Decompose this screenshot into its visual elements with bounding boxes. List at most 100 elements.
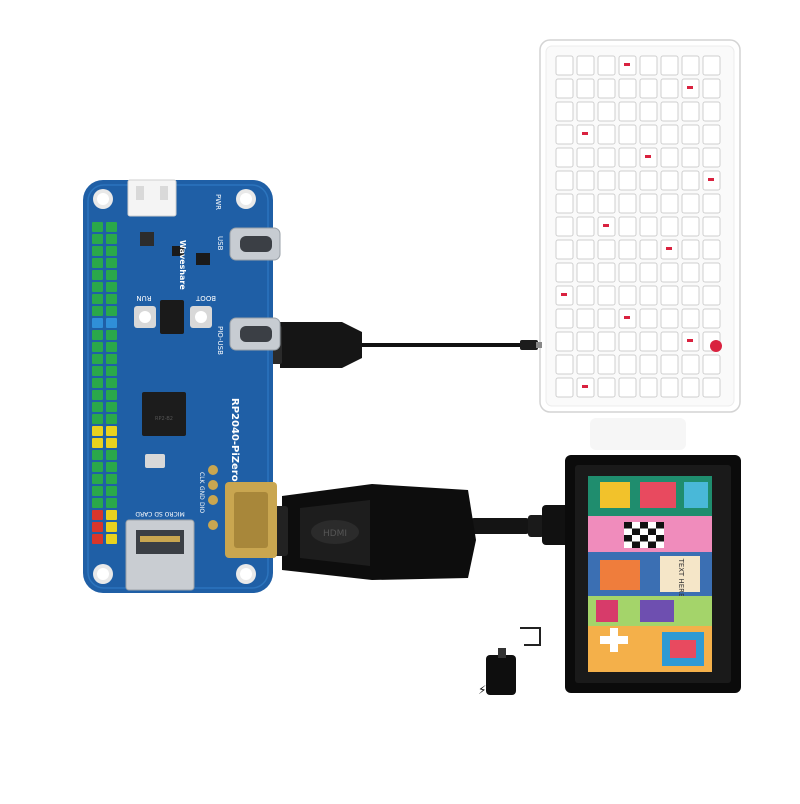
label-boot: BOOT bbox=[195, 294, 216, 302]
gpio-pin bbox=[106, 282, 117, 292]
key-legend-mark bbox=[624, 316, 630, 319]
keyboard-key bbox=[618, 239, 637, 260]
gpio-pin bbox=[92, 414, 103, 424]
keyboard-key bbox=[660, 147, 679, 168]
keyboard-key bbox=[681, 124, 700, 145]
keyboard bbox=[539, 39, 741, 413]
label-run: RUN bbox=[136, 294, 151, 302]
keyboard-key bbox=[681, 285, 700, 306]
gpio-pin bbox=[92, 474, 103, 484]
gpio-pin bbox=[92, 402, 103, 412]
keyboard-key bbox=[618, 147, 637, 168]
gpio-pin bbox=[92, 234, 103, 244]
keyboard-key bbox=[681, 193, 700, 214]
gpio-pin bbox=[92, 222, 103, 232]
keyboard-key bbox=[681, 170, 700, 191]
keyboard-key bbox=[576, 308, 595, 329]
keyboard-key bbox=[597, 170, 616, 191]
mounting-holes bbox=[93, 189, 256, 584]
gpio-pin bbox=[106, 294, 117, 304]
keyboard-key bbox=[618, 78, 637, 99]
gpio-pin bbox=[92, 522, 103, 532]
gpio-pin bbox=[106, 234, 117, 244]
keyboard-key bbox=[597, 308, 616, 329]
keyboard-key bbox=[618, 170, 637, 191]
swd-pads bbox=[208, 465, 218, 530]
gpio-pin bbox=[106, 318, 117, 328]
keyboard-key bbox=[660, 262, 679, 283]
checker-pattern bbox=[624, 522, 664, 548]
keyboard-key bbox=[555, 262, 574, 283]
keyboard-key bbox=[618, 101, 637, 122]
label-clk: CLK bbox=[198, 472, 205, 485]
keyboard-key bbox=[555, 331, 574, 352]
gpio-pin bbox=[92, 450, 103, 460]
gpio-pin bbox=[92, 246, 103, 256]
keyboard-key bbox=[555, 354, 574, 375]
gpio-pin bbox=[92, 258, 103, 268]
gpio-pin bbox=[106, 354, 117, 364]
gpio-pin bbox=[106, 366, 117, 376]
keyboard-key bbox=[576, 216, 595, 237]
keyboard-key bbox=[576, 331, 595, 352]
keyboard-key bbox=[702, 354, 721, 375]
key-legend-mark bbox=[687, 86, 693, 89]
gpio-pin bbox=[106, 378, 117, 388]
screen-image: TEXT HERE bbox=[588, 476, 712, 672]
key-legend-mark bbox=[603, 224, 609, 227]
chip-marking: RP2-B2 bbox=[155, 416, 173, 422]
keyboard-key bbox=[639, 308, 658, 329]
keyboard-key bbox=[576, 262, 595, 283]
keyboard-key bbox=[702, 308, 721, 329]
svg-text:HDMI: HDMI bbox=[323, 529, 347, 539]
keyboard-key bbox=[639, 124, 658, 145]
keyboard-key bbox=[660, 331, 679, 352]
keyboard-key bbox=[555, 193, 574, 214]
usb-cable bbox=[270, 322, 542, 368]
gpio-pin bbox=[92, 342, 103, 352]
keyboard-key bbox=[618, 285, 637, 306]
keyboard-key bbox=[681, 101, 700, 122]
gpio-pin bbox=[106, 498, 117, 508]
gpio-pin bbox=[106, 390, 117, 400]
gpio-pin bbox=[106, 330, 117, 340]
keyboard-key bbox=[597, 78, 616, 99]
keyboard-key bbox=[597, 262, 616, 283]
keyboard-key bbox=[597, 239, 616, 260]
rp2040-chip: RP2-B2 bbox=[142, 392, 186, 436]
keyboard-key bbox=[597, 193, 616, 214]
keyboard-key bbox=[639, 193, 658, 214]
keyboard-key bbox=[576, 147, 595, 168]
keyboard-key bbox=[597, 124, 616, 145]
keyboard-key bbox=[660, 193, 679, 214]
keyboard-key bbox=[555, 170, 574, 191]
keyboard-key bbox=[555, 239, 574, 260]
keyboard-key bbox=[576, 101, 595, 122]
gpio-pin bbox=[92, 534, 103, 544]
plus-glyph bbox=[600, 628, 628, 652]
gpio-pin bbox=[106, 270, 117, 280]
keyboard-key bbox=[576, 193, 595, 214]
keyboard-reflection bbox=[590, 418, 686, 450]
keyboard-key bbox=[597, 147, 616, 168]
usb-c-port-pio bbox=[229, 317, 281, 351]
keyboard-key bbox=[681, 354, 700, 375]
keyboard-key bbox=[618, 262, 637, 283]
keyboard-key bbox=[639, 377, 658, 398]
keyboard-key bbox=[660, 216, 679, 237]
keyboard-key bbox=[702, 55, 721, 76]
keyboard-key bbox=[702, 285, 721, 306]
jst-connector bbox=[127, 179, 177, 217]
gpio-pin bbox=[92, 306, 103, 316]
gpio-pin bbox=[92, 318, 103, 328]
gpio-pin bbox=[92, 270, 103, 280]
keyboard-key bbox=[555, 55, 574, 76]
keyboard-key bbox=[660, 377, 679, 398]
keyboard-key bbox=[702, 216, 721, 237]
keyboard-key bbox=[618, 124, 637, 145]
gpio-pin bbox=[92, 390, 103, 400]
label-usb: USB bbox=[216, 236, 224, 251]
brand-label: Waveshare bbox=[178, 240, 187, 290]
mini-hdmi-port bbox=[225, 482, 277, 558]
key-grid bbox=[555, 55, 721, 398]
